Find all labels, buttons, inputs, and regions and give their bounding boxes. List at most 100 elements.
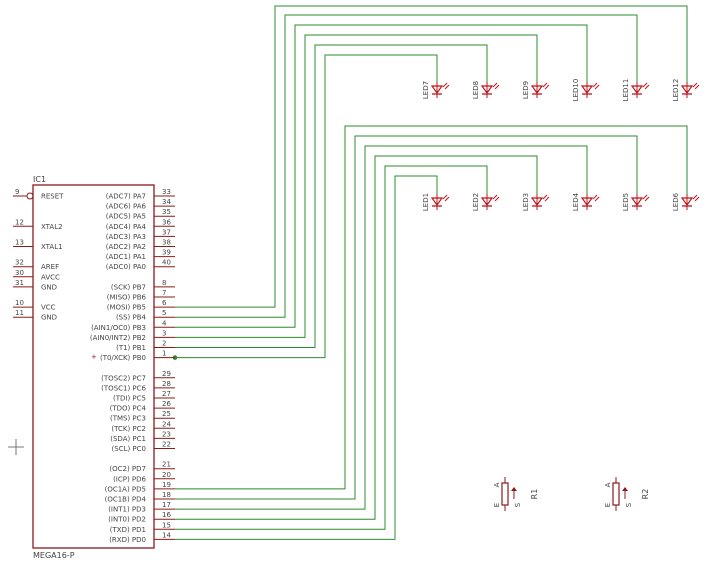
right-pin-label: (OC1B) PD4: [105, 496, 147, 504]
ic-body: [32, 184, 155, 549]
wiper-arrow: [511, 487, 517, 491]
net-wire-bottom: [175, 125, 688, 490]
right-pin-label: (ADC5) PA5: [106, 213, 146, 221]
led-light-arrow: [544, 196, 550, 202]
led-label: LED2: [472, 193, 480, 211]
right-pin-label: (T0/XCK) PB0: [100, 354, 146, 362]
right-pin-number: 19: [162, 481, 171, 489]
right-pin-label: (ADC3) PA3: [106, 233, 146, 241]
led-light-arrow: [642, 82, 648, 88]
right-pin-label: (MOSI) PB5: [107, 304, 146, 312]
right-pin-label: (TOSC1) PC6: [101, 384, 146, 392]
led-triangle: [580, 197, 594, 207]
led-light-arrow: [442, 194, 448, 200]
right-pin-number: 14: [162, 531, 171, 539]
led-light-arrow: [444, 84, 450, 90]
right-pin-label: (SCK) PB7: [111, 283, 146, 291]
net-wire-bottom: [175, 145, 588, 510]
led-light-arrow: [592, 82, 598, 88]
led-light-arrow: [542, 194, 548, 200]
net-wire-bottom: [175, 155, 538, 520]
left-pin-label: GND: [41, 283, 57, 291]
right-pin-number: 17: [162, 501, 171, 509]
led-triangle: [480, 197, 494, 207]
led-label: LED9: [522, 81, 530, 99]
led-light-arrow: [542, 82, 548, 88]
left-pin-number: 13: [15, 239, 24, 247]
resistor-name: R2: [641, 489, 650, 500]
resistor-name: R1: [530, 489, 539, 500]
right-pin-label: (ADC0) PA0: [106, 263, 146, 271]
right-pin-label: (ADC1) PA1: [106, 253, 146, 261]
net-wire-top: [175, 34, 538, 338]
right-pin-label: (TDO) PC4: [110, 405, 147, 413]
led-light-arrow: [592, 194, 598, 200]
right-pin-label: (TDI) PC5: [113, 395, 146, 403]
led-symbol: LED7: [422, 81, 450, 99]
led-symbol: LED6: [672, 192, 700, 211]
right-pin-number: 8: [162, 279, 166, 287]
led-light-arrow: [694, 196, 700, 202]
net-wire-top: [175, 44, 488, 348]
resistor-pin-s: S: [514, 502, 522, 507]
resistor-pin-s: S: [625, 502, 633, 507]
led-light-arrow: [644, 84, 650, 90]
led-symbol: LED5: [622, 193, 650, 211]
led-triangle: [630, 85, 644, 95]
right-pin-label: (ICP) PD6: [113, 475, 146, 483]
net-wire-top: [175, 5, 688, 308]
right-pin-label: (ADC4) PA4: [106, 223, 147, 231]
right-pin-label: (INT1) PD3: [108, 506, 146, 514]
pb0-marker: +: [91, 353, 97, 361]
led-label: LED6: [672, 192, 680, 211]
right-pin-number: 21: [162, 461, 171, 469]
right-pin-number: 34: [162, 198, 171, 206]
led-label: LED11: [622, 79, 630, 102]
net-wire-top: [175, 54, 438, 359]
led-light-arrow: [444, 196, 450, 202]
left-pin-label: GND: [41, 314, 57, 322]
led-light-arrow: [644, 196, 650, 202]
led-light-arrow: [594, 84, 600, 90]
right-pin-number: 38: [162, 239, 171, 247]
right-pin-label: (TOSC2) PC7: [101, 374, 146, 382]
right-pin-number: 35: [162, 208, 171, 216]
right-pin-number: 39: [162, 249, 171, 257]
resistor-body: [501, 482, 509, 506]
left-pin-label: VCC: [41, 304, 56, 312]
led-symbol: LED2: [472, 193, 500, 211]
right-pin-number: 36: [162, 218, 171, 226]
led-light-arrow: [694, 84, 700, 90]
right-pin-label: (OC1A) PD5: [105, 485, 146, 493]
right-pin-label: (TCK) PC2: [111, 425, 146, 433]
led-light-arrow: [692, 82, 698, 88]
right-pin-number: 2: [162, 340, 166, 348]
right-pin-label: (AIN0/INT2) PB2: [90, 334, 146, 342]
led-light-arrow: [494, 196, 500, 202]
led-symbol: LED9: [522, 81, 550, 99]
led-light-arrow: [642, 194, 648, 200]
led-symbol: LED4: [572, 192, 600, 211]
led-label: LED4: [572, 192, 580, 211]
led-light-arrow: [594, 196, 600, 202]
led-label: LED8: [472, 81, 480, 99]
right-pin-number: 37: [162, 228, 171, 236]
net-wires: [172, 5, 688, 540]
net-wire-bottom: [175, 165, 488, 530]
left-pin-number: 11: [15, 309, 24, 317]
right-pin-label: (RXD) PD0: [109, 536, 146, 544]
reset-inverter-bubble: [26, 192, 34, 200]
left-pin-label: AVCC: [41, 273, 60, 281]
right-pin-label: (TMS) PC3: [110, 415, 146, 423]
led-label: LED7: [422, 81, 430, 99]
right-pin-label: (MISO) PB6: [107, 294, 147, 302]
resistor-body: [612, 482, 620, 506]
right-pin-number: 26: [162, 400, 171, 408]
wiper-arrow: [622, 487, 628, 491]
right-pin-number: 7: [162, 289, 166, 297]
crosshair-cursor: [8, 439, 24, 455]
